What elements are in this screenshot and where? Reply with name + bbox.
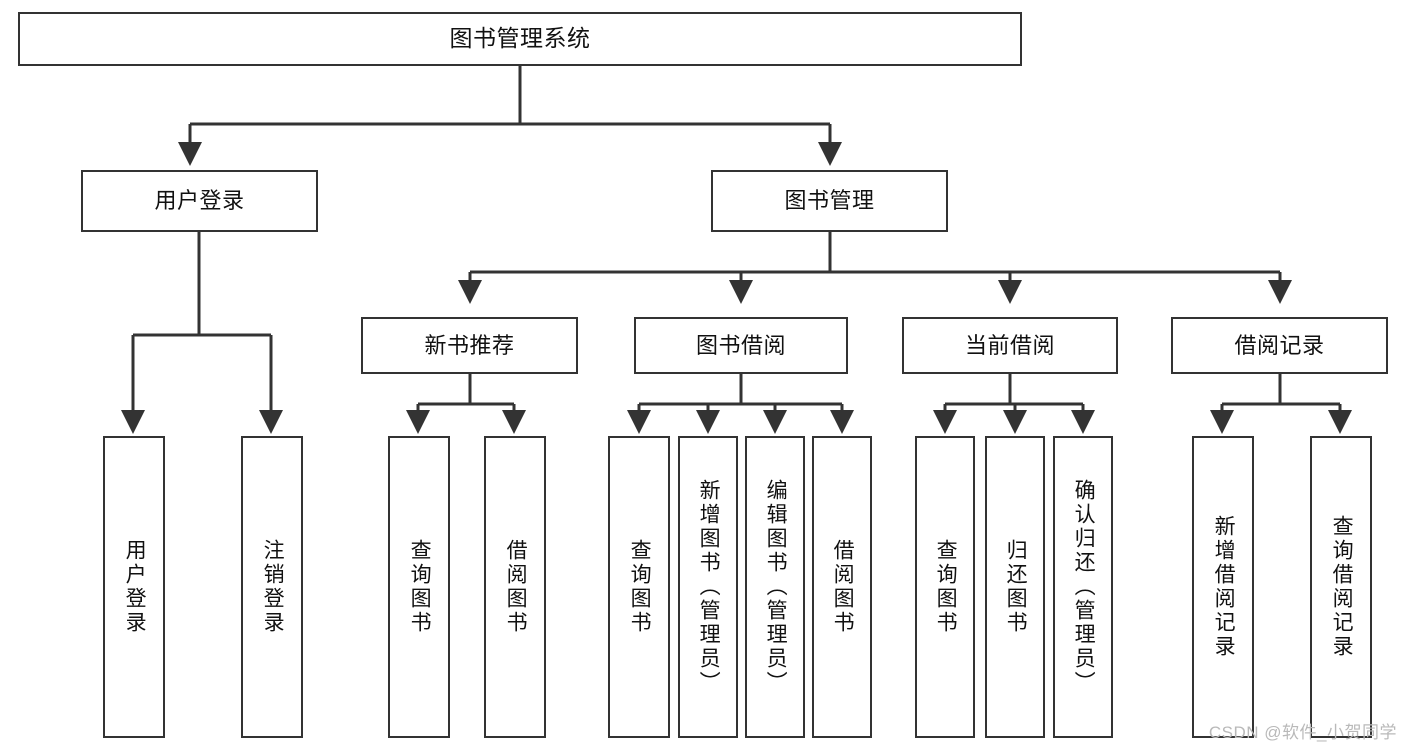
node-label: 查询图书 [408,539,432,635]
node-label: 新书推荐 [424,332,515,358]
node-label: 新增借阅记录 [1212,515,1236,659]
node-label: 查询图书 [628,539,652,635]
leaf-user-login[interactable]: 用户登录 [103,436,165,738]
node-label: 编辑图书（管理员） [764,479,788,695]
leaf-query-borrow-record[interactable]: 查询借阅记录 [1310,436,1372,738]
watermark-text: CSDN @软件_小贺同学 [1208,723,1397,742]
node-current-borrowing[interactable]: 当前借阅 [902,317,1118,374]
node-label: 图书管理系统 [449,25,591,52]
node-root-system[interactable]: 图书管理系统 [18,12,1022,66]
node-label: 借阅图书 [504,539,528,635]
node-label: 新增图书（管理员） [697,479,721,695]
node-book-borrowing[interactable]: 图书借阅 [634,317,848,374]
node-label: 借阅图书 [831,539,855,635]
node-new-book-recommendation[interactable]: 新书推荐 [361,317,578,374]
node-label: 借阅记录 [1234,332,1325,358]
node-label: 归还图书 [1004,539,1028,635]
leaf-query-books-borrow[interactable]: 查询图书 [608,436,670,738]
node-label: 图书借阅 [695,332,786,358]
leaf-add-borrow-record[interactable]: 新增借阅记录 [1192,436,1254,738]
leaf-edit-book-admin[interactable]: 编辑图书（管理员） [745,436,805,738]
node-borrow-records[interactable]: 借阅记录 [1171,317,1388,374]
node-book-management[interactable]: 图书管理 [711,170,948,232]
node-label: 注销登录 [261,539,285,635]
leaf-return-books[interactable]: 归还图书 [985,436,1045,738]
node-label: 用户登录 [154,188,245,214]
leaf-query-books-new[interactable]: 查询图书 [388,436,450,738]
leaf-logout[interactable]: 注销登录 [241,436,303,738]
leaf-confirm-return-admin[interactable]: 确认归还（管理员） [1053,436,1113,738]
node-label: 查询借阅记录 [1330,515,1354,659]
node-label: 图书管理 [784,188,875,214]
node-user-login[interactable]: 用户登录 [81,170,318,232]
leaf-query-books-current[interactable]: 查询图书 [915,436,975,738]
node-label: 用户登录 [123,539,147,635]
leaf-borrow-books-new[interactable]: 借阅图书 [484,436,546,738]
leaf-borrow-books[interactable]: 借阅图书 [812,436,872,738]
node-label: 当前借阅 [964,332,1055,358]
node-label: 查询图书 [934,539,958,635]
leaf-add-book-admin[interactable]: 新增图书（管理员） [678,436,738,738]
node-label: 确认归还（管理员） [1072,479,1096,695]
